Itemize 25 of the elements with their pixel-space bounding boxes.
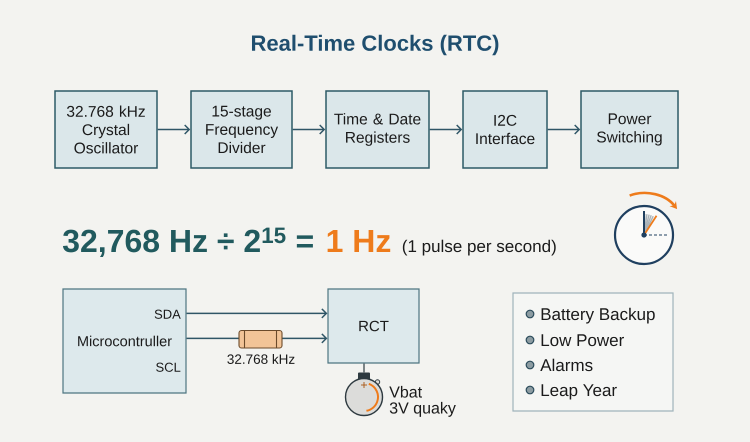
formula: 32,768 Hz ÷ 2$^{15}$ = [62,228,313,257]
battery-label: 3V quaky [390,402,456,417]
arrow [430,124,462,135]
process-box: Power Switching [580,90,679,169]
title: Real-Time Clocks (RTC) [252,34,498,56]
list-item: Low Power [542,334,624,346]
arrow [186,308,328,318]
process-box: Time & Date Registers [325,90,430,169]
edge-label: 32.768 kHz [226,353,296,365]
list-item: Alarms [540,358,592,372]
arrow [158,124,190,135]
component-box: RCT [327,288,420,364]
arrow [548,124,580,135]
list-item: Battery Backup [542,308,655,324]
note-text: (1 pulse per second) [402,240,556,256]
result-text: 1 Hz [328,230,390,252]
process-box: 15-stage Frequency Divider [190,90,293,169]
list-item: Leap Year [542,384,617,400]
battery-label: Vbat [389,386,422,398]
process-box: 32.768 kHz Crystal Oscillator [54,90,158,169]
battery-icon [344,372,384,416]
process-box: I2C Interface [462,90,548,169]
arrow [292,124,326,135]
pin-label: SCL [156,362,180,372]
pin-label: SDA [154,310,181,319]
